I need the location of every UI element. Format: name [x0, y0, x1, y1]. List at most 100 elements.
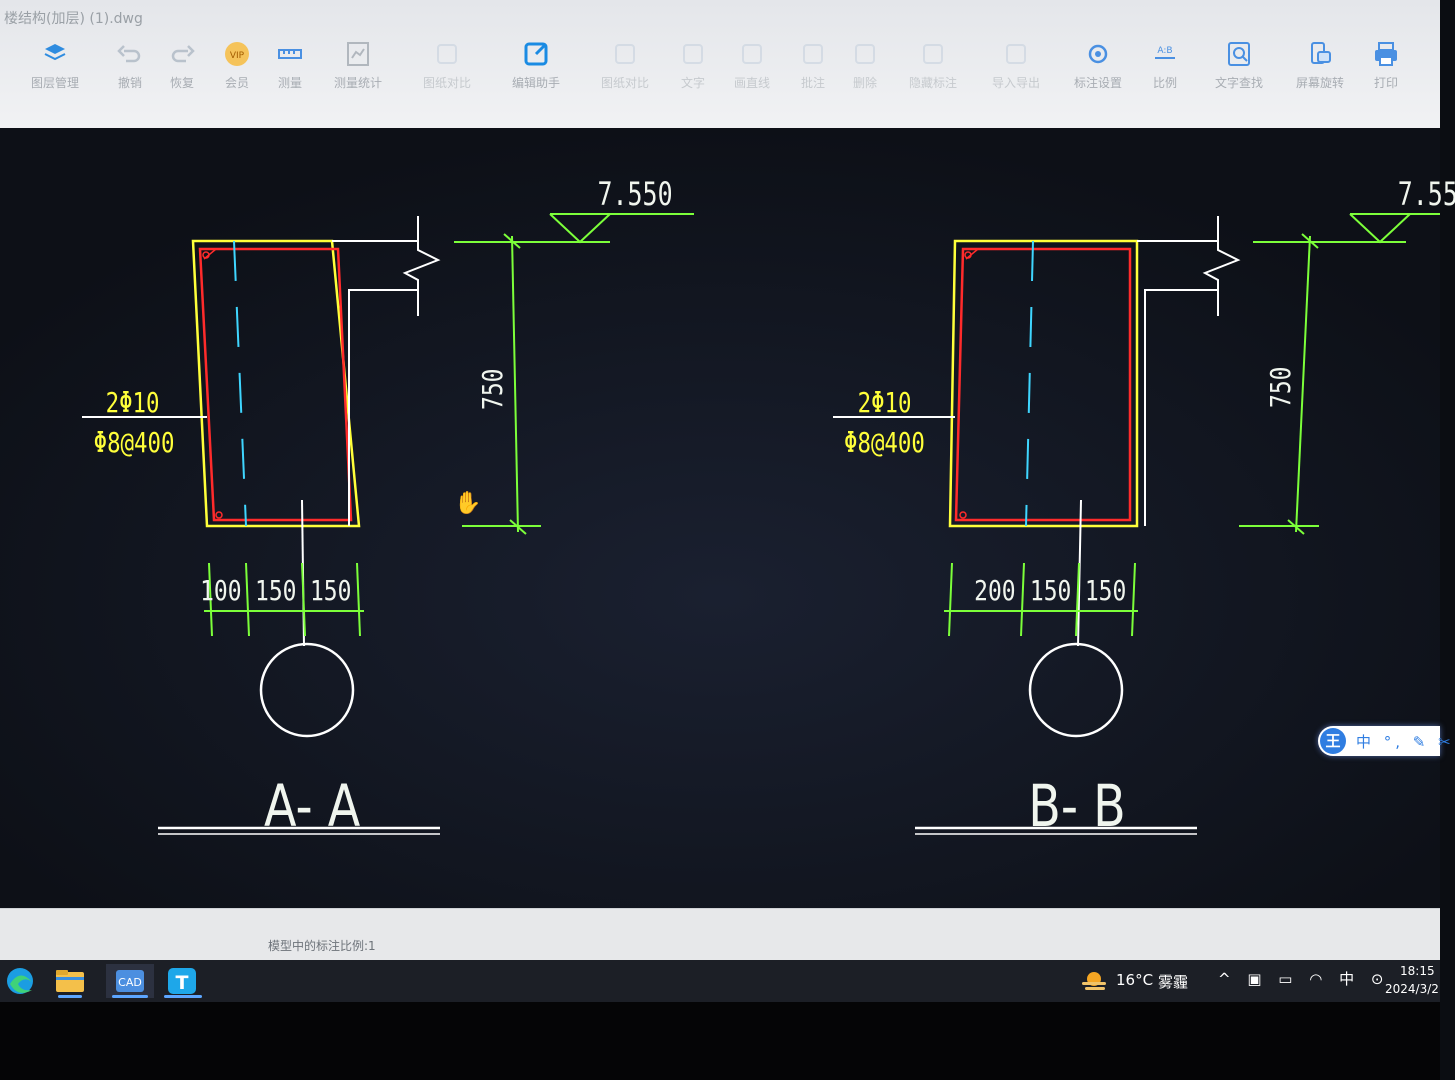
section-b-elevation: 7.55	[1398, 175, 1455, 213]
toolbar-button-label: 测量	[277, 76, 302, 90]
ime-toolbar[interactable]: 王 中 °, ✎ ✂	[1318, 726, 1451, 756]
drawing-canvas[interactable]: 2Φ10 Φ8@400 100 150 150 750 7.550	[0, 128, 1455, 908]
toolbar-button-0[interactable]: 图层管理	[15, 40, 95, 96]
toolbar-button-label: 测量统计	[333, 76, 382, 90]
edge-icon[interactable]	[0, 964, 40, 998]
scale-icon: A:B	[1125, 40, 1205, 68]
edit-assistant-icon	[496, 40, 576, 68]
toolbar-button-label: 图层管理	[30, 76, 79, 90]
section-b-dim-ext-4	[1131, 562, 1136, 637]
toolbar-button-11[interactable]: 批注	[773, 40, 853, 96]
pan-hand-cursor-icon: ✋	[454, 490, 481, 516]
section-b-dim-ext-3	[1075, 562, 1080, 637]
section-b-height-tick-top	[1301, 233, 1319, 249]
toolbar-button-4[interactable]: 测量	[250, 40, 330, 96]
section-a-height-tick-top	[503, 233, 521, 249]
status-bar: 模型中的标注比例:1	[0, 908, 1440, 961]
toolbar-button-15[interactable]: 标注设置	[1058, 40, 1138, 96]
tengxun-app-label: T	[176, 972, 189, 994]
toolbar-button-label: 恢复	[169, 76, 194, 90]
section-a-dim-ext-2	[245, 562, 250, 637]
toolbar-button-8[interactable]: 图纸对比	[585, 40, 665, 96]
section-a: 2Φ10 Φ8@400 100 150 150 750 7.550	[82, 175, 694, 840]
system-tray: 16°C 雾霾 ^ ▣ ▭ ◠ 中 ⊙ 18:15 2024/3/2	[1076, 960, 1440, 1002]
toolbar-button-16[interactable]: A:B 比例	[1125, 40, 1205, 96]
section-b-dim-ext-2	[1020, 562, 1025, 637]
section-a-break-line	[402, 241, 441, 316]
drawing-compare-icon	[585, 40, 665, 68]
redo-icon	[142, 40, 222, 68]
section-a-height-dim: 750	[477, 369, 510, 410]
toolbar-button-10[interactable]: 画直线	[712, 40, 792, 96]
section-b-height-tick-bottom	[1287, 519, 1305, 535]
section-b-pile-circle	[1028, 642, 1124, 738]
clock-time[interactable]: 18:15	[1400, 964, 1435, 978]
section-b-rebar-bottom	[959, 511, 967, 519]
toolbar-button-7[interactable]: 编辑助手	[496, 40, 576, 96]
section-b-break-line	[1202, 241, 1241, 316]
toolbar-button-label: 图纸对比	[600, 76, 649, 90]
clock-date[interactable]: 2024/3/2	[1385, 982, 1439, 996]
compare-icon	[407, 40, 487, 68]
toolbar-button-13[interactable]: 隐藏标注	[893, 40, 973, 96]
toolbar-button-1[interactable]: 撤销	[90, 40, 170, 96]
section-b-title: B- B	[1028, 772, 1126, 840]
toolbar-button-6[interactable]: 图纸对比	[407, 40, 487, 96]
section-a-rebar-cage	[198, 247, 353, 522]
monitor-bezel	[0, 1002, 1440, 1080]
section-b-dim-3: 150	[1085, 575, 1126, 608]
import-export-icon	[976, 40, 1056, 68]
section-a-rebar-hook	[203, 248, 217, 260]
section-b-rebar-top: 2Φ10	[858, 385, 912, 418]
section-a-height-dim-line	[511, 235, 519, 533]
cad-app-label: CAD	[118, 976, 142, 989]
weather-description[interactable]: 雾霾	[1158, 973, 1189, 991]
section-b-axis-line	[1025, 240, 1034, 527]
file-explorer-icon[interactable]	[50, 964, 90, 998]
text-search-icon	[1199, 40, 1279, 68]
cad-drawing: 2Φ10 Φ8@400 100 150 150 750 7.550	[0, 128, 1455, 908]
toolbar-button-18[interactable]: 屏幕旋转	[1280, 40, 1360, 96]
section-a-elev-triangle	[549, 213, 611, 244]
section-b-dim-1: 200	[974, 575, 1015, 608]
file-explorer-indicator	[58, 995, 82, 998]
toolbar-button-17[interactable]: 文字查找	[1199, 40, 1279, 96]
text-icon	[653, 40, 733, 68]
toolbar-button-label: 文字	[680, 76, 705, 90]
toolbar-button-12[interactable]: 删除	[825, 40, 905, 96]
toolbar-button-label: 编辑助手	[511, 76, 560, 90]
section-a-elevation: 7.550	[597, 175, 672, 213]
toolbar-button-label: 画直线	[733, 76, 770, 90]
toolbar-button-label: 导入导出	[991, 76, 1040, 90]
tengxun-app-icon[interactable]: T	[160, 964, 206, 998]
section-a-rebar-top: 2Φ10	[106, 385, 160, 418]
toolbar-button-9[interactable]: 文字	[653, 40, 733, 96]
haze-weather-icon[interactable]	[1080, 970, 1108, 992]
undo-icon	[90, 40, 170, 68]
canvas-background	[0, 128, 1440, 908]
toolbar-button-label: 标注设置	[1073, 76, 1122, 90]
section-b-slab-bottom	[1144, 289, 1218, 526]
toolbar-button-19[interactable]: 打印	[1346, 40, 1426, 96]
section-b-concrete	[948, 239, 1139, 528]
toolbar-button-14[interactable]: 导入导出	[976, 40, 1056, 96]
toolbar-button-5[interactable]: 测量统计	[318, 40, 398, 96]
toolbar-button-2[interactable]: 恢复	[142, 40, 222, 96]
section-a-dim-ext-1	[208, 562, 213, 637]
tray-icons[interactable]: ^ ▣ ▭ ◠ 中 ⊙	[1218, 970, 1390, 988]
section-a-concrete	[191, 239, 361, 528]
toolbar-button-label: 打印	[1373, 76, 1398, 90]
ime-logo-icon[interactable]: 王	[1320, 728, 1346, 754]
section-a-height-tick-bottom	[509, 519, 527, 535]
weather-temperature[interactable]: 16°C	[1116, 971, 1154, 989]
section-b-height-dim-line	[1295, 235, 1311, 533]
ime-options[interactable]: 中 °, ✎ ✂	[1356, 733, 1455, 751]
measure-icon	[250, 40, 330, 68]
toolbar-button-label: 比例	[1152, 76, 1177, 90]
toolbar-button-label: 会员	[224, 76, 249, 90]
section-a-rebar-bottom	[215, 511, 223, 519]
cad-app-icon[interactable]: CAD	[106, 964, 154, 998]
print-icon	[1346, 40, 1426, 68]
